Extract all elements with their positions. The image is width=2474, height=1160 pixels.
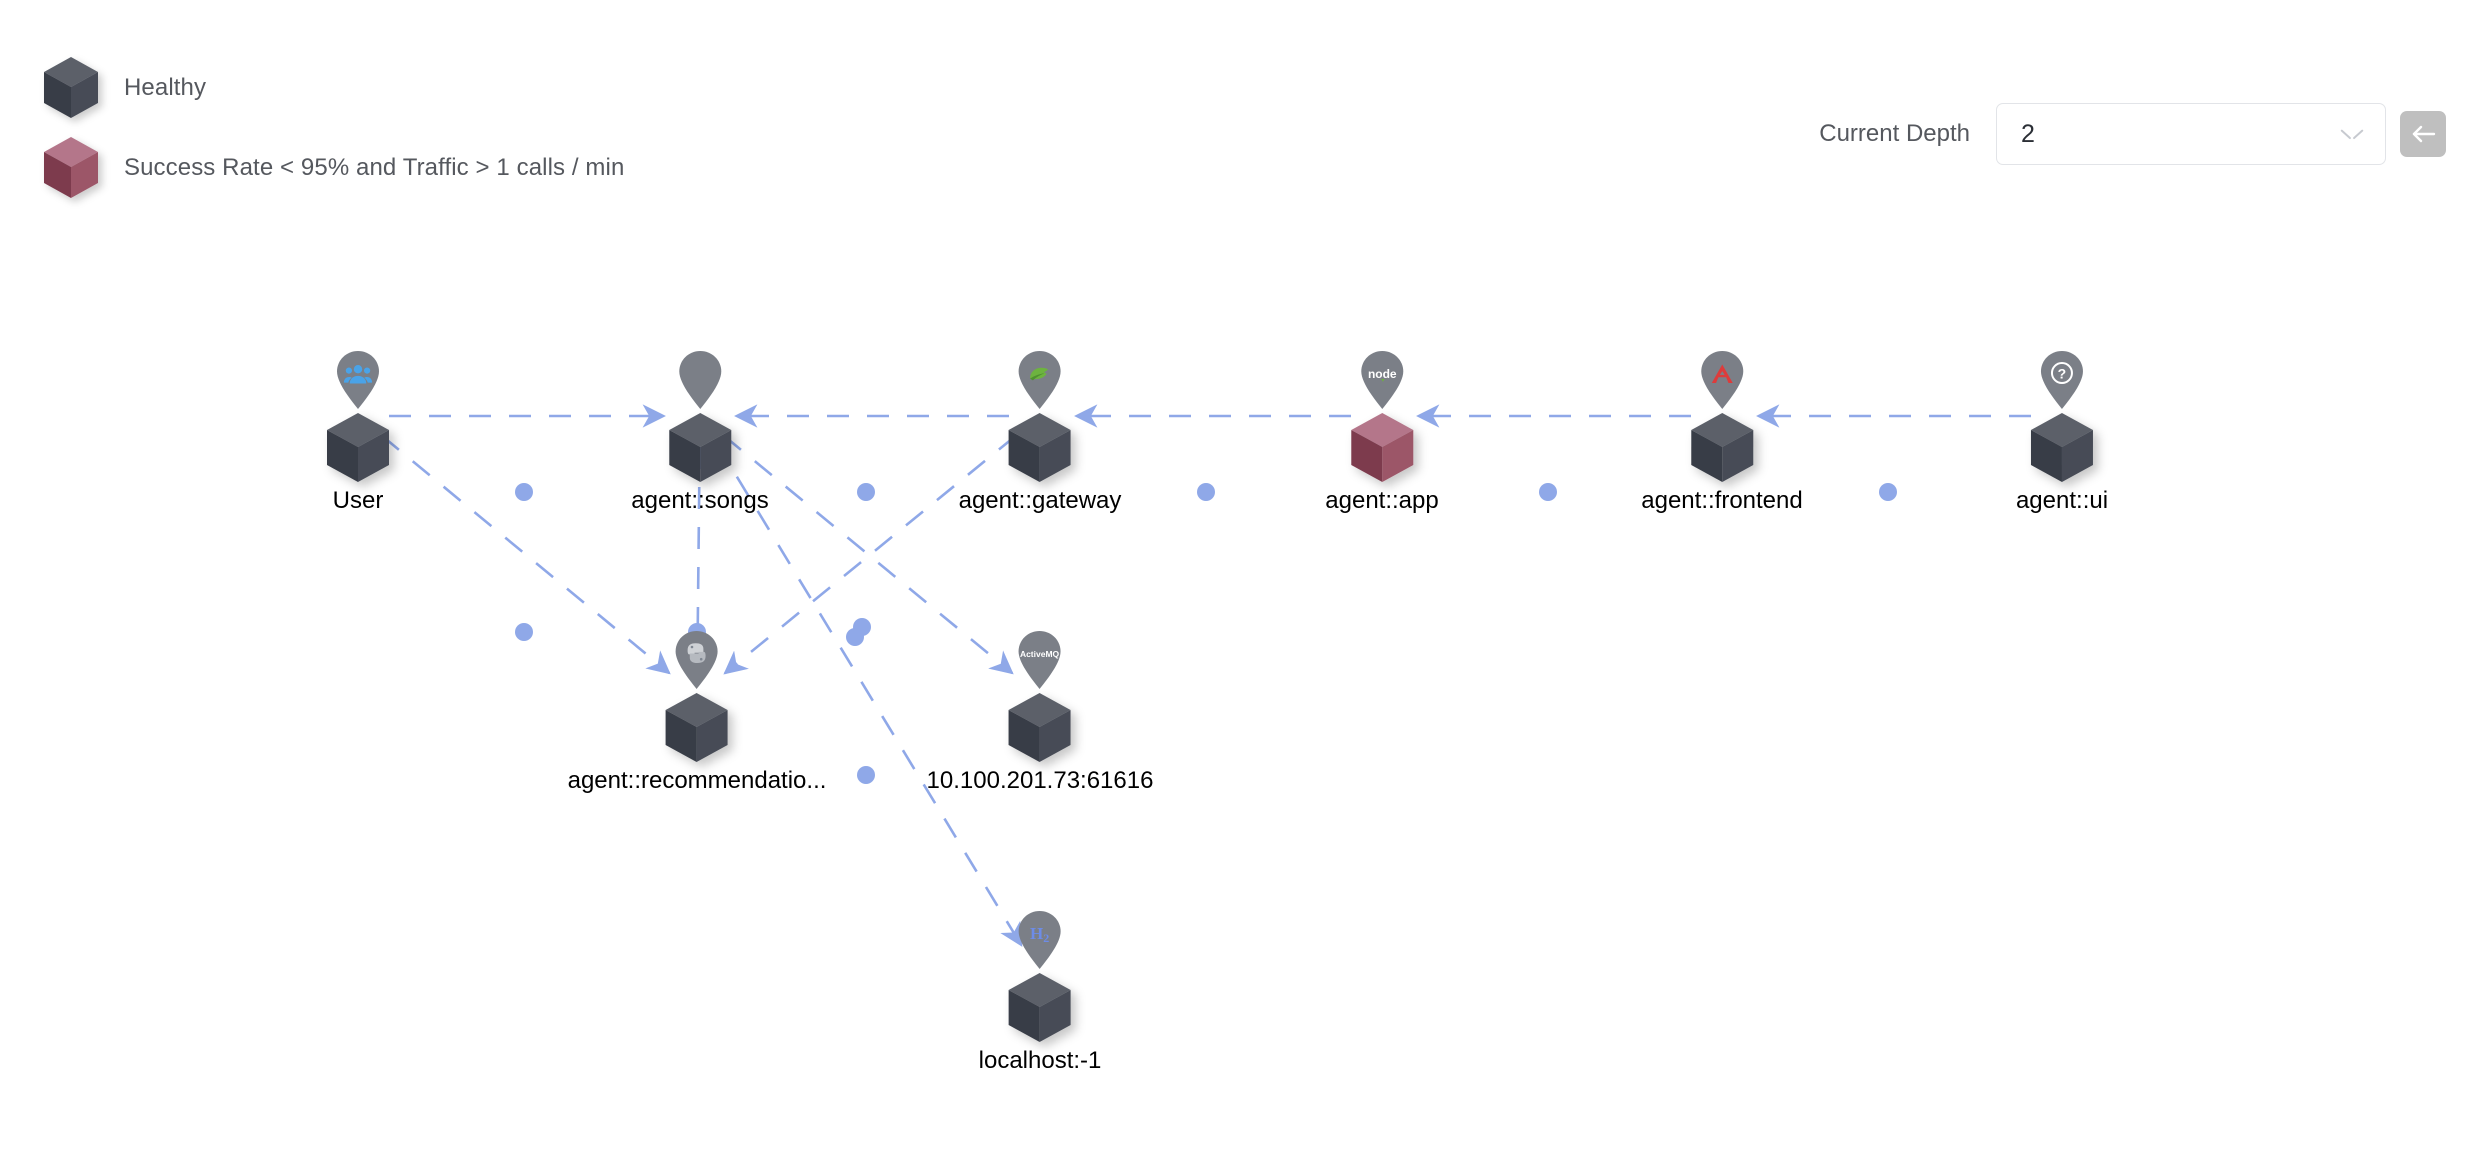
edge-traffic-dot bbox=[1879, 483, 1897, 501]
graph-node-label: agent::frontend bbox=[1641, 487, 1803, 514]
unhealthy-cube-icon bbox=[40, 134, 102, 202]
graph-edge[interactable] bbox=[1416, 404, 1691, 501]
healthy-cube-icon bbox=[661, 689, 733, 767]
graph-node-label: agent::app bbox=[1325, 487, 1439, 514]
h2-database-icon: H2 bbox=[1015, 911, 1065, 973]
graph-edge[interactable] bbox=[381, 434, 671, 675]
graph-edge[interactable] bbox=[734, 404, 1009, 501]
back-button[interactable] bbox=[2400, 111, 2446, 157]
graph-node-label: agent::gateway bbox=[958, 487, 1122, 514]
healthy-cube-icon bbox=[1004, 409, 1076, 487]
current-depth-value: 2 bbox=[2021, 119, 2035, 148]
graph-node-label: localhost:-1 bbox=[978, 1047, 1102, 1074]
nodejs-icon: node bbox=[1357, 351, 1407, 413]
current-depth-label: Current Depth bbox=[1819, 120, 1970, 147]
healthy-cube-icon bbox=[1686, 409, 1758, 487]
graph-edge[interactable] bbox=[1074, 404, 1351, 501]
svg-text:ActiveMQ: ActiveMQ bbox=[1020, 649, 1060, 659]
edge-traffic-dot bbox=[1539, 483, 1557, 501]
blank-pin-icon bbox=[675, 351, 725, 413]
edge-traffic-dot bbox=[1197, 483, 1215, 501]
chevron-down-icon bbox=[2341, 128, 2363, 141]
legend-item-healthy: Healthy bbox=[40, 48, 624, 128]
legend-label-unhealthy: Success Rate < 95% and Traffic > 1 calls… bbox=[124, 154, 625, 181]
legend: Healthy Success Rate < 95% and Traffic >… bbox=[40, 48, 624, 208]
healthy-cube-icon bbox=[1004, 689, 1076, 767]
activemq-icon: ActiveMQ bbox=[1015, 631, 1065, 693]
healthy-cube-icon bbox=[664, 409, 736, 487]
edge-traffic-dot bbox=[857, 766, 875, 784]
graph-node-label: agent::recommendatio... bbox=[567, 767, 827, 794]
arrow-left-icon bbox=[2410, 123, 2436, 145]
angular-icon bbox=[1697, 351, 1747, 413]
edge-traffic-dot bbox=[515, 483, 533, 501]
graph-edge[interactable] bbox=[1756, 404, 2031, 501]
healthy-cube-icon bbox=[2026, 409, 2098, 487]
graph-edge[interactable] bbox=[714, 441, 1023, 947]
graph-edge[interactable] bbox=[389, 404, 666, 501]
svg-text:node: node bbox=[1368, 367, 1397, 381]
unhealthy-cube-icon bbox=[1346, 409, 1418, 487]
edge-line bbox=[714, 441, 1023, 947]
svg-text:?: ? bbox=[2058, 365, 2067, 381]
current-depth-select[interactable]: 2 bbox=[1996, 103, 2386, 165]
depth-controls: Current Depth 2 bbox=[1819, 103, 2446, 165]
edge-traffic-dot bbox=[857, 483, 875, 501]
graph-node-label: agent::songs bbox=[631, 487, 769, 514]
graph-node-label: 10.100.201.73:61616 bbox=[926, 767, 1154, 794]
healthy-cube-icon bbox=[40, 54, 102, 122]
legend-label-healthy: Healthy bbox=[124, 74, 207, 101]
spring-leaf-icon bbox=[1015, 351, 1065, 413]
healthy-cube-icon bbox=[322, 409, 394, 487]
legend-item-unhealthy: Success Rate < 95% and Traffic > 1 calls… bbox=[40, 128, 624, 208]
graph-edge[interactable] bbox=[723, 434, 1014, 675]
healthy-cube-icon bbox=[1004, 969, 1076, 1047]
graph-node-label: User bbox=[332, 487, 384, 514]
edge-traffic-dot bbox=[846, 628, 864, 646]
edge-traffic-dot bbox=[515, 623, 533, 641]
question-mark-icon: ? bbox=[2037, 351, 2087, 413]
graph-node-label: agent::ui bbox=[2015, 487, 2109, 514]
users-group-icon bbox=[333, 351, 383, 413]
python-icon bbox=[672, 631, 722, 693]
